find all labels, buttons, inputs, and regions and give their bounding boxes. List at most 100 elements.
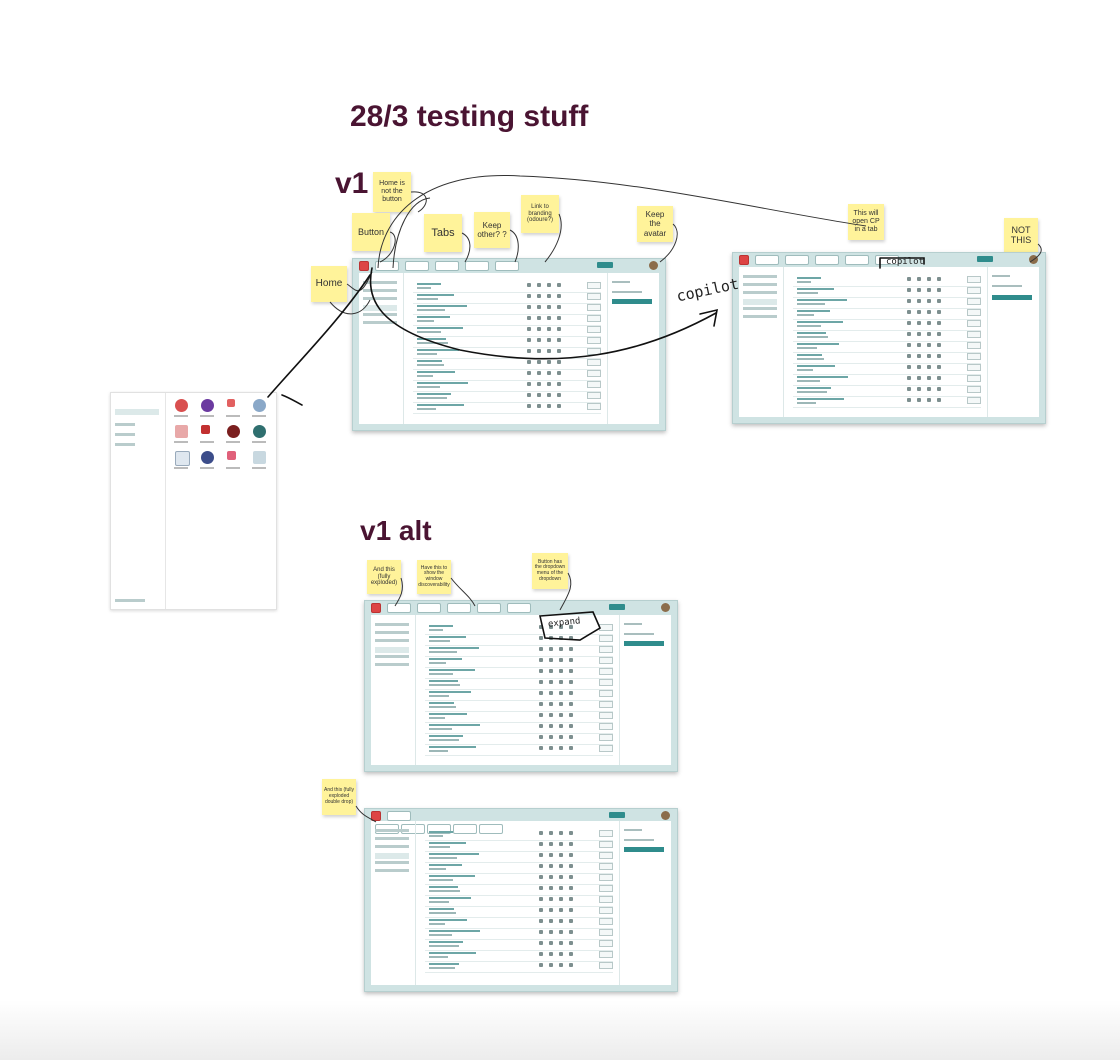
app-icon[interactable] bbox=[175, 399, 188, 412]
mock-row-icon[interactable] bbox=[557, 393, 561, 397]
mock-row-icon[interactable] bbox=[547, 393, 551, 397]
mock-row-icon[interactable] bbox=[937, 277, 941, 281]
mock-avatar[interactable] bbox=[661, 811, 670, 820]
mock-row-icon[interactable] bbox=[917, 310, 921, 314]
sticky-button-dropdown[interactable]: Button has the dropdown menu of the drop… bbox=[532, 553, 568, 589]
mock-row-icon[interactable] bbox=[557, 316, 561, 320]
mock-row-action[interactable] bbox=[599, 701, 613, 708]
mock-row-icon[interactable] bbox=[907, 299, 911, 303]
mock-sidebar-item[interactable] bbox=[363, 305, 397, 311]
mock-row-icon[interactable] bbox=[569, 864, 573, 868]
mock-row-action[interactable] bbox=[587, 403, 601, 410]
mock-row-action[interactable] bbox=[967, 298, 981, 305]
sticky-open-cp-tab[interactable]: This will open CP in a tab bbox=[848, 204, 884, 240]
sticky-button[interactable]: Button bbox=[352, 213, 390, 251]
mock-row-icon[interactable] bbox=[927, 343, 931, 347]
mock-row-action[interactable] bbox=[587, 315, 601, 322]
mock-row-icon[interactable] bbox=[549, 897, 553, 901]
mock-row-action[interactable] bbox=[967, 276, 981, 283]
mock-row-icon[interactable] bbox=[539, 636, 543, 640]
mock-row-icon[interactable] bbox=[537, 393, 541, 397]
mock-primary-button[interactable] bbox=[624, 641, 664, 646]
mock-row-icon[interactable] bbox=[569, 930, 573, 934]
mock-row-action[interactable] bbox=[599, 841, 613, 848]
mock-row-icon[interactable] bbox=[559, 897, 563, 901]
mock-row-action[interactable] bbox=[599, 635, 613, 642]
mock-row-action[interactable] bbox=[599, 951, 613, 958]
mock-row-action[interactable] bbox=[599, 712, 613, 719]
mock-row-icon[interactable] bbox=[917, 332, 921, 336]
mock-row-icon[interactable] bbox=[557, 382, 561, 386]
mock-row-icon[interactable] bbox=[537, 349, 541, 353]
mock-tab[interactable] bbox=[815, 255, 839, 265]
mockup-v1-alt-exploded[interactable] bbox=[364, 600, 678, 772]
mock-sidebar-item[interactable] bbox=[375, 853, 409, 859]
mock-row-icon[interactable] bbox=[917, 398, 921, 402]
mock-row-icon[interactable] bbox=[527, 404, 531, 408]
mock-row-action[interactable] bbox=[587, 326, 601, 333]
mock-row-icon[interactable] bbox=[557, 305, 561, 309]
mock-row-icon[interactable] bbox=[917, 288, 921, 292]
mock-row-icon[interactable] bbox=[917, 354, 921, 358]
mock-row-icon[interactable] bbox=[527, 382, 531, 386]
mock-row-icon[interactable] bbox=[527, 283, 531, 287]
mock-row-icon[interactable] bbox=[937, 288, 941, 292]
mock-row-icon[interactable] bbox=[569, 853, 573, 857]
mock-row-icon[interactable] bbox=[917, 387, 921, 391]
mock-row-icon[interactable] bbox=[569, 636, 573, 640]
mock-row-icon[interactable] bbox=[549, 702, 553, 706]
mock-row-icon[interactable] bbox=[539, 735, 543, 739]
mock-row-action[interactable] bbox=[967, 375, 981, 382]
mockup-v1[interactable] bbox=[352, 258, 666, 431]
mock-row-icon[interactable] bbox=[557, 338, 561, 342]
mock-row-icon[interactable] bbox=[537, 305, 541, 309]
app-drawer-mockup[interactable] bbox=[110, 392, 277, 610]
mock-row-icon[interactable] bbox=[927, 310, 931, 314]
mock-row-action[interactable] bbox=[599, 962, 613, 969]
mock-row-icon[interactable] bbox=[559, 886, 563, 890]
mock-accent-button[interactable] bbox=[977, 256, 993, 262]
mock-row-action[interactable] bbox=[587, 370, 601, 377]
mock-row-icon[interactable] bbox=[527, 316, 531, 320]
mock-tab[interactable] bbox=[477, 603, 501, 613]
mock-row-icon[interactable] bbox=[927, 321, 931, 325]
mock-row-icon[interactable] bbox=[907, 354, 911, 358]
mock-row-action[interactable] bbox=[599, 646, 613, 653]
mock-row-icon[interactable] bbox=[559, 735, 563, 739]
app-icon[interactable] bbox=[175, 451, 190, 466]
mock-row-icon[interactable] bbox=[539, 724, 543, 728]
mock-tab[interactable] bbox=[387, 811, 411, 821]
mock-row-icon[interactable] bbox=[527, 349, 531, 353]
mock-row-icon[interactable] bbox=[937, 332, 941, 336]
mock-avatar[interactable] bbox=[649, 261, 658, 270]
mock-row-icon[interactable] bbox=[539, 625, 543, 629]
mock-row-icon[interactable] bbox=[569, 831, 573, 835]
mock-row-icon[interactable] bbox=[527, 305, 531, 309]
mock-row-icon[interactable] bbox=[549, 636, 553, 640]
app-icon[interactable] bbox=[253, 451, 266, 464]
mock-row-icon[interactable] bbox=[549, 831, 553, 835]
mock-row-icon[interactable] bbox=[557, 404, 561, 408]
mock-row-action[interactable] bbox=[599, 863, 613, 870]
mock-row-icon[interactable] bbox=[907, 365, 911, 369]
mock-row-icon[interactable] bbox=[549, 647, 553, 651]
mock-row-icon[interactable] bbox=[569, 713, 573, 717]
mock-tab[interactable] bbox=[447, 603, 471, 613]
mock-sidebar-item[interactable] bbox=[375, 861, 409, 864]
mock-row-icon[interactable] bbox=[937, 343, 941, 347]
mock-row-icon[interactable] bbox=[547, 360, 551, 364]
mock-row-icon[interactable] bbox=[539, 853, 543, 857]
mock-row-action[interactable] bbox=[599, 885, 613, 892]
mock-row-icon[interactable] bbox=[569, 875, 573, 879]
mock-row-icon[interactable] bbox=[917, 299, 921, 303]
mock-row-action[interactable] bbox=[599, 679, 613, 686]
mock-row-icon[interactable] bbox=[569, 724, 573, 728]
mock-row-icon[interactable] bbox=[937, 376, 941, 380]
mock-row-action[interactable] bbox=[967, 342, 981, 349]
mock-row-icon[interactable] bbox=[539, 908, 543, 912]
sticky-tabs[interactable]: Tabs bbox=[424, 214, 462, 252]
mock-row-icon[interactable] bbox=[937, 365, 941, 369]
mock-row-icon[interactable] bbox=[539, 647, 543, 651]
mock-tab[interactable] bbox=[435, 261, 459, 271]
mock-row-icon[interactable] bbox=[539, 669, 543, 673]
